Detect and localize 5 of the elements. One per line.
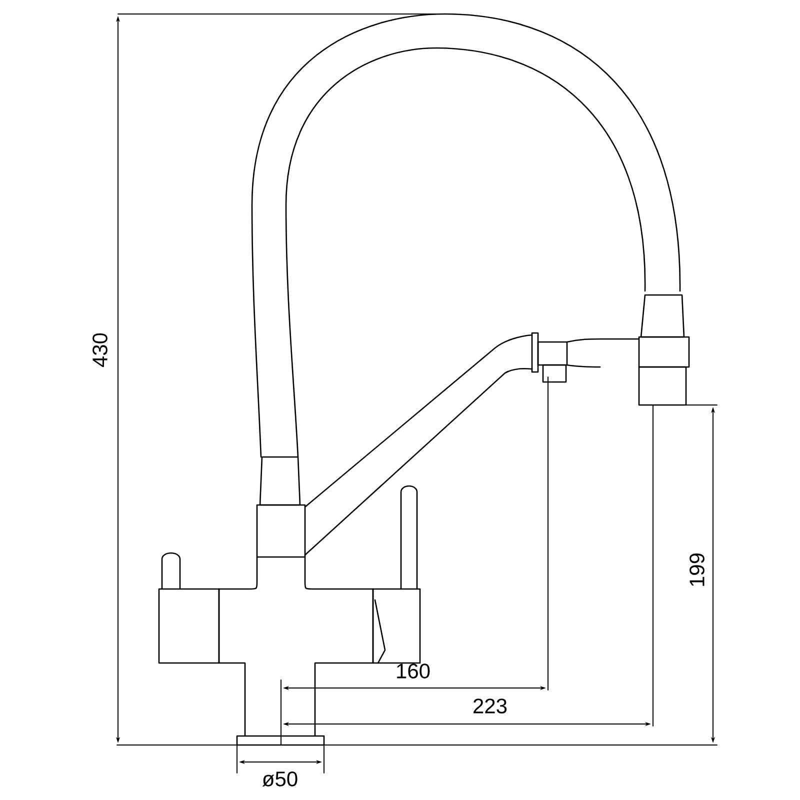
dimension-text: ø50 (262, 771, 298, 787)
dimension-text: 199 (690, 554, 704, 586)
dimension-text: 430 (92, 333, 108, 368)
dimension-text: 160 (397, 664, 430, 678)
dimension-text: 223 (474, 698, 507, 714)
